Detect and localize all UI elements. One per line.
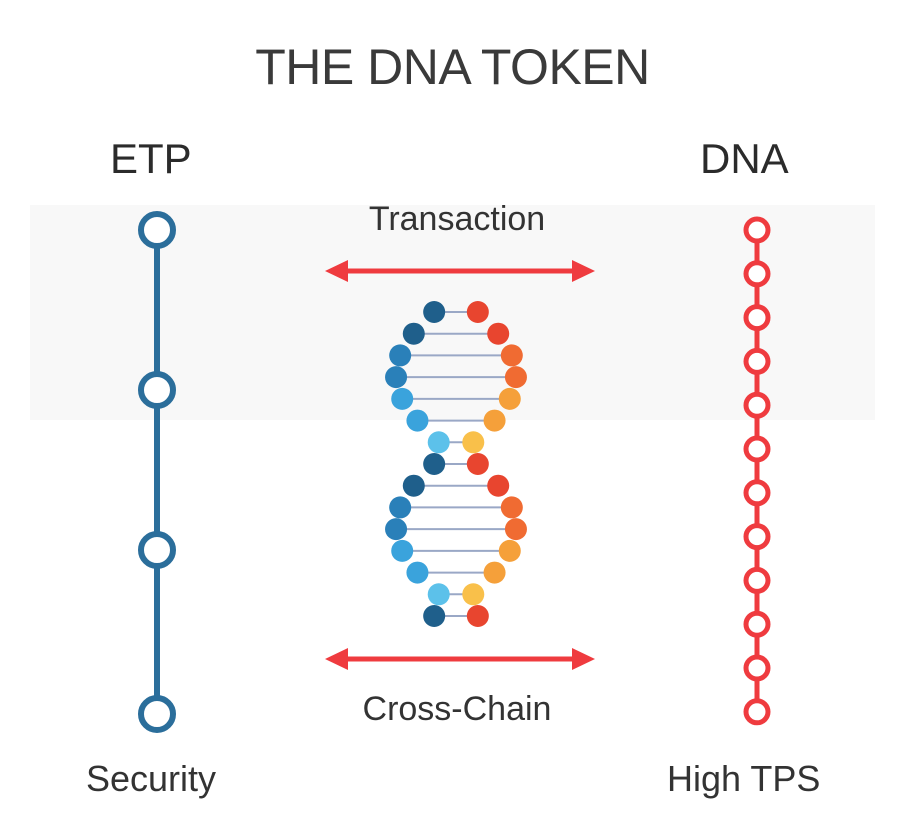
dna-chain-node <box>743 304 771 332</box>
helix-dot <box>385 366 408 389</box>
helix-dot <box>402 474 425 497</box>
dna-chain-node <box>743 391 771 419</box>
helix-dot <box>427 583 450 606</box>
etp-chain <box>138 211 176 733</box>
helix-dot <box>462 431 485 454</box>
helix-dot <box>423 453 446 475</box>
helix-dot <box>487 474 510 497</box>
helix-dot <box>504 366 527 389</box>
helix-dot <box>504 518 527 541</box>
helix-dot <box>423 605 446 627</box>
dna-chain-node <box>743 260 771 288</box>
high-tps-caption: High TPS <box>667 758 821 799</box>
transaction-arrow <box>325 260 595 282</box>
dna-chain-node <box>743 698 771 726</box>
helix-dot <box>391 387 414 410</box>
etp-chain-node <box>138 695 176 733</box>
helix-dot <box>466 301 489 323</box>
helix-dot <box>462 583 485 606</box>
helix-dot <box>483 409 506 432</box>
helix-dot <box>500 496 523 519</box>
dna-chain-node <box>743 347 771 375</box>
helix-dot <box>385 518 408 541</box>
helix-dot <box>498 539 521 562</box>
transaction-label: Transaction <box>368 200 546 238</box>
helix-dot <box>423 301 446 323</box>
helix-dot <box>466 605 489 627</box>
cross-chain-arrow <box>325 648 595 670</box>
dna-chain-node <box>743 435 771 463</box>
etp-chain-node <box>138 371 176 409</box>
helix-dot <box>391 539 414 562</box>
etp-chain-node <box>138 531 176 569</box>
page-title: THE DNA TOKEN <box>255 39 650 95</box>
cross-chain-label: Cross-Chain <box>362 690 552 728</box>
helix-dot <box>498 387 521 410</box>
dna-chain-node <box>743 523 771 551</box>
dna-chain-node <box>743 479 771 507</box>
dna-chain <box>743 216 771 726</box>
dna-helix-icon <box>385 301 527 627</box>
helix-dot <box>402 322 425 345</box>
dna-chain-node <box>743 216 771 244</box>
security-caption: Security <box>86 758 217 799</box>
dna-chain-label: DNA <box>700 135 789 182</box>
etp-chain-label: ETP <box>110 135 192 182</box>
helix-dot <box>389 496 412 519</box>
helix-dot <box>427 431 450 454</box>
helix-dot <box>483 561 506 584</box>
dna-chain-node <box>743 566 771 594</box>
dna-chain-node <box>743 610 771 638</box>
helix-dot <box>406 409 429 432</box>
dna-chain-node <box>743 654 771 682</box>
helix-dot <box>466 453 489 475</box>
helix-dot <box>500 344 523 367</box>
helix-dot <box>389 344 412 367</box>
helix-dot <box>406 561 429 584</box>
helix-dot <box>487 322 510 345</box>
etp-chain-node <box>138 211 176 249</box>
